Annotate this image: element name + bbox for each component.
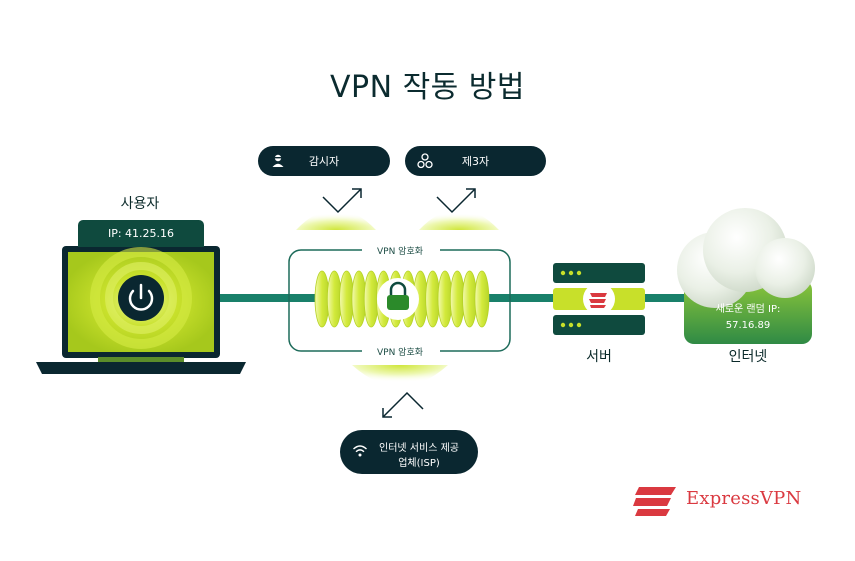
power-icon [118,275,164,321]
brand-logo-icon [633,487,676,516]
wifi-icon [353,445,367,457]
laptop [36,246,246,374]
isp-label-line2: 업체(ISP) [398,458,440,469]
observer-deflect-glow [296,209,376,230]
expressvpn-logo-icon [589,293,607,308]
new-ip-caption: 새로운 랜덤 IP: [715,304,781,315]
person-icon [272,154,284,167]
lock-icon [377,278,419,320]
tunnel-disc [351,270,367,328]
user-label: 사용자 [120,196,160,212]
tunnel-disc [474,270,490,328]
page-title: VPN 작동 방법 [329,70,526,105]
observer-label: 감시자 [308,155,340,168]
internet-label: 인터넷 [728,349,768,365]
new-ip-value: 57.16.89 [725,320,771,331]
group-icon [417,153,433,169]
isp-arrow-icon [382,391,424,418]
tunnel-disc [326,270,342,328]
third-party-deflect-glow [419,209,499,230]
observer-pill: 감시자 [258,146,390,176]
third-party-pill: 제3자 [405,146,546,176]
brand-name: ExpressVPN [686,488,802,509]
server-label: 서버 [586,349,612,365]
encryption-top-label: VPN 암호화 [376,247,424,257]
isp-deflect-glow [352,365,448,387]
cloud-icon [677,208,815,344]
isp-pill: 인터넷 서비스 제공 업체(ISP) [340,430,478,474]
third-party-label: 제3자 [461,155,490,168]
tunnel-disc [449,270,465,328]
encryption-bottom-label: VPN 암호화 [376,348,424,358]
new-random-ip: 새로운 랜덤 IP: 57.16.89 [684,302,812,334]
isp-label-line1: 인터넷 서비스 제공 [379,443,459,454]
user-ip-tag: IP: 41.25.16 [78,220,204,247]
observer-arrow-icon [322,188,362,214]
third-party-arrow-icon [436,188,476,214]
